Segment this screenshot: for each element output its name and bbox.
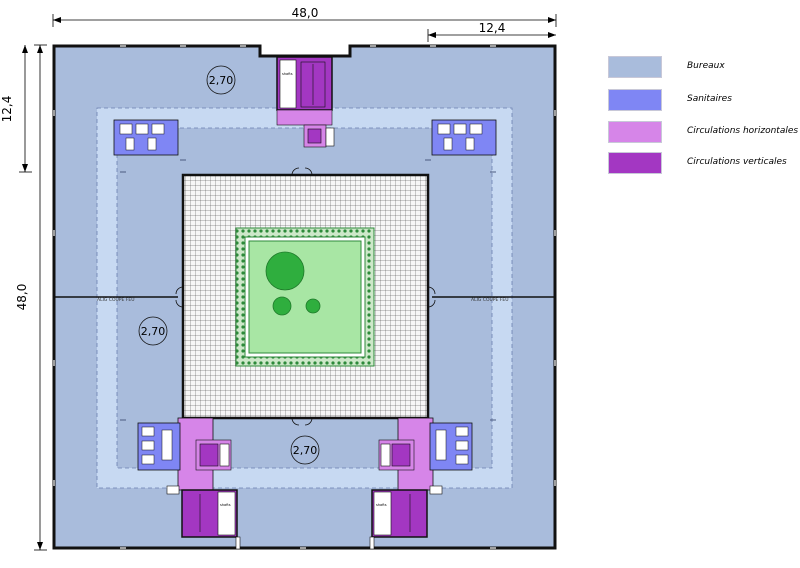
sanitary-top-left (113, 119, 179, 156)
garden (235, 227, 375, 367)
fire-door-label-left: ALIG COUPE FEU (97, 297, 135, 303)
shaft-label-bottom-right: shafts (376, 503, 387, 507)
ceiling-height-3: 2,70 (293, 444, 318, 457)
core-entrances (235, 536, 375, 550)
shaft-label-bottom-left: shafts (220, 503, 231, 507)
sanitary-top-right (431, 119, 497, 156)
facade-window-marks (53, 45, 556, 549)
tree-medium (272, 296, 292, 316)
trees (265, 251, 321, 316)
dimension-left-total: 48,0 (15, 284, 29, 311)
ceiling-height-marker-1: 2,70 (206, 65, 236, 95)
legend-item-sanitary: Sanitaires (608, 89, 798, 111)
fire-door-label-right: ALIG COUPE FEU (471, 297, 509, 303)
ceiling-height-marker-2: 2,70 (138, 316, 168, 346)
ceiling-height-marker-3: 2,70 (290, 435, 320, 465)
core-top (276, 56, 335, 148)
legend-label-vertical-circulation: Circulations verticales (687, 157, 787, 167)
dimension-top-partial: 12,4 (479, 21, 506, 35)
sanitary-bottom-right (429, 422, 473, 471)
ceiling-height-2: 2,70 (141, 325, 166, 338)
legend-swatch-sanitary (608, 89, 662, 111)
legend-label-sanitary: Sanitaires (687, 94, 732, 104)
legend-swatch-horizontal-circulation (608, 121, 662, 143)
legend-item-offices: Bureaux (608, 56, 798, 78)
tree-large (265, 251, 305, 291)
tree-small (305, 298, 321, 314)
core-bottom-right (371, 417, 443, 538)
legend-swatch-vertical-circulation (608, 152, 662, 174)
core-bottom-left (166, 417, 238, 538)
legend-label-horizontal-circulation: Circulations horizontales (687, 126, 799, 136)
legend-label-offices: Bureaux (687, 61, 725, 71)
dimension-left-partial: 12,4 (0, 96, 14, 123)
legend-item-vertical-circulation: Circulations verticales (608, 152, 798, 174)
ceiling-height-1: 2,70 (209, 74, 234, 87)
legend-item-horizontal-circulation: Circulations horizontales (608, 121, 798, 143)
sanitary-bottom-left (137, 422, 181, 471)
atrium-doors (175, 167, 436, 426)
dimension-arrows (22, 17, 556, 550)
shaft-label-top: shafts (282, 72, 293, 76)
legend-swatch-offices (608, 56, 662, 78)
dimension-lines (19, 14, 557, 551)
dimension-top-total: 48,0 (292, 6, 319, 20)
